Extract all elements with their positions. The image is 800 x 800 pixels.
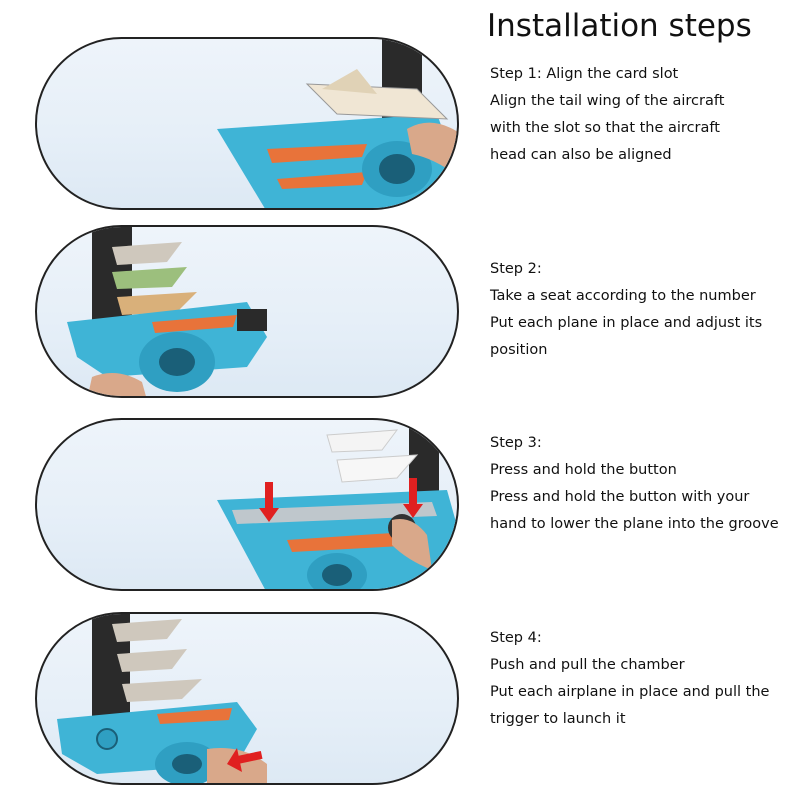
step-line: hand to lower the plane into the groove [490,516,779,532]
step-line: Put each plane in place and adjust its [490,315,763,331]
step-2-photo [35,225,459,398]
step-line: trigger to launch it [490,711,626,727]
step-line: Press and hold the button with your [490,489,750,505]
step-title: Step 3: [490,435,542,451]
step-2-text: Step 2: Take a seat according to the num… [490,256,762,364]
step-line: Put each airplane in place and pull the [490,684,770,700]
step-line: position [490,342,548,358]
step-line: Align the tail wing of the aircraft [490,93,725,109]
step-3-photo [35,418,459,591]
step-1-text: Step 1: Align the card slot Align the ta… [490,61,724,169]
step-3-text: Step 3: Press and hold the button Press … [490,430,779,538]
step-line: with the slot so that the aircraft [490,120,720,136]
step-title: Step 1: Align the card slot [490,66,679,82]
step-1-photo [35,37,459,210]
step-4-photo [35,612,459,785]
step-line: Press and hold the button [490,462,677,478]
step-title: Step 2: [490,261,542,277]
step-line: Push and pull the chamber [490,657,685,673]
step-title: Step 4: [490,630,542,646]
step-4-text: Step 4: Push and pull the chamber Put ea… [490,625,769,733]
page-title: Installation steps [487,8,752,44]
step-line: Take a seat according to the number [490,288,756,304]
step-line: head can also be aligned [490,147,672,163]
